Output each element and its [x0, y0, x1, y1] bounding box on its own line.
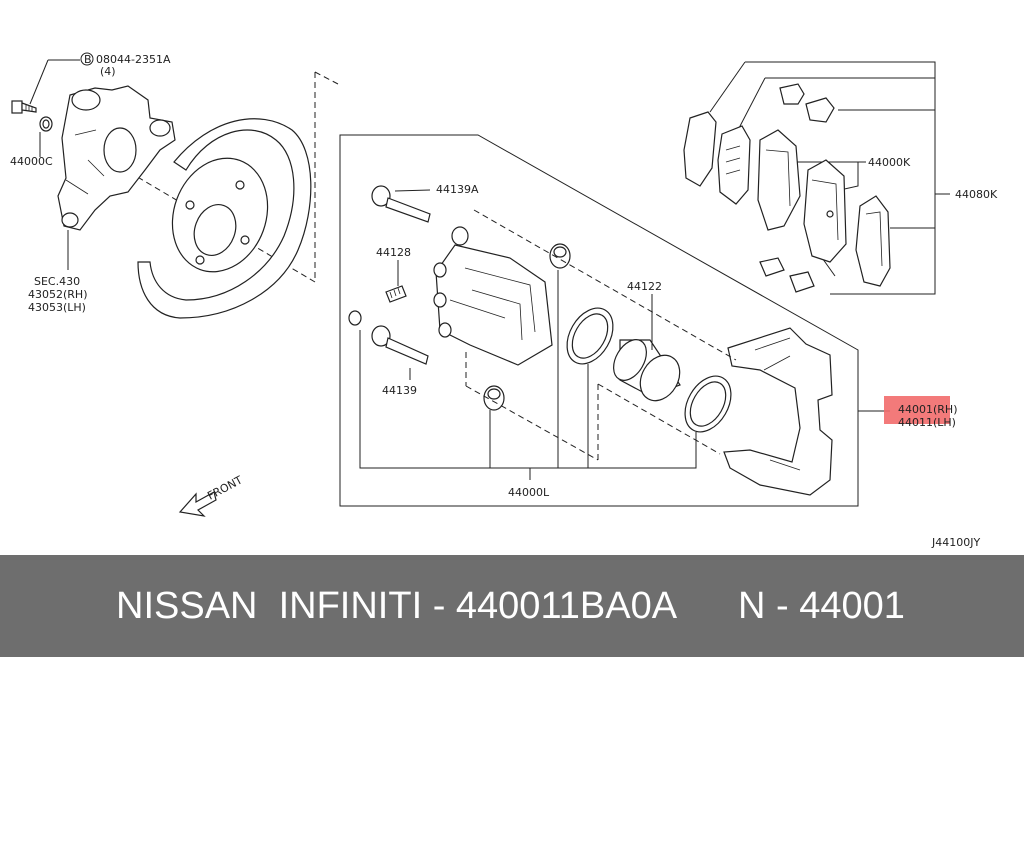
- footer-part-ref: N - 44001: [738, 585, 905, 627]
- label-caliper-lh: 44011(LH): [898, 416, 956, 429]
- dust-shield: [137, 118, 312, 319]
- label-pin-bolt-a: 44139A: [436, 183, 479, 196]
- label-bleeder: 44128: [376, 246, 411, 259]
- label-bolt-qty: (4): [100, 65, 116, 78]
- anti-squeal-shim: [855, 195, 891, 287]
- circle-b-icon: [80, 52, 94, 66]
- alignment-dashed-line: [74, 72, 316, 283]
- label-piston: 44122: [627, 280, 662, 293]
- label-pad-kit: 44000K: [868, 156, 911, 169]
- piston-44122: [613, 339, 681, 402]
- bolt-prefix: B: [84, 53, 92, 66]
- label-sec-ref: SEC.430: [34, 275, 80, 288]
- bleeder-44128: [385, 285, 407, 303]
- boot-bottom: [483, 385, 505, 411]
- parts-diagram: B 08044-2351A (4) 44000C SEC.430 43052(R…: [10, 52, 998, 549]
- label-pin-bolt: 44139: [382, 384, 417, 397]
- shim-inner: [717, 125, 751, 205]
- highlight-caliper-label: [884, 396, 950, 424]
- label-pad-set: 44080K: [955, 188, 998, 201]
- label-front: FRONT: [205, 473, 245, 502]
- shim-outer: [683, 111, 717, 187]
- knuckle-bolt: [11, 100, 37, 114]
- front-arrow-icon: [178, 491, 217, 517]
- cap-small: [348, 310, 362, 326]
- label-knuckle-rh: 43052(RH): [28, 288, 88, 301]
- caliper-body: [433, 226, 553, 366]
- pin-bolt-44139: [371, 325, 429, 365]
- footer-brand-part-number: NISSAN INFINITI - 440011BA0A: [116, 585, 678, 627]
- brake-pad-outer: [803, 159, 847, 263]
- label-diagram-code: J44100JY: [931, 536, 980, 549]
- label-bolt-code: 08044-2351A: [96, 53, 171, 66]
- piston-boot: [684, 375, 732, 433]
- caliper-assembly-frame: [339, 134, 859, 507]
- label-caliper-kit: 44000L: [508, 486, 550, 499]
- boot-top: [549, 243, 571, 269]
- caliper-bracket: [723, 327, 833, 496]
- clips: [759, 83, 835, 293]
- pad-set-bracket: [745, 61, 936, 295]
- pin-bolt-44139a: [371, 185, 431, 223]
- washer-44000c: [39, 116, 53, 132]
- label-caliper-rh: 44001(RH): [898, 403, 958, 416]
- brake-pad-inner: [757, 129, 801, 231]
- label-knuckle-lh: 43053(LH): [28, 301, 86, 314]
- steering-knuckle: [57, 85, 176, 231]
- part-info-footer: NISSAN INFINITI - 440011BA0A N - 44001: [0, 555, 1024, 657]
- piston-seal: [566, 307, 614, 365]
- label-washer: 44000C: [10, 155, 53, 168]
